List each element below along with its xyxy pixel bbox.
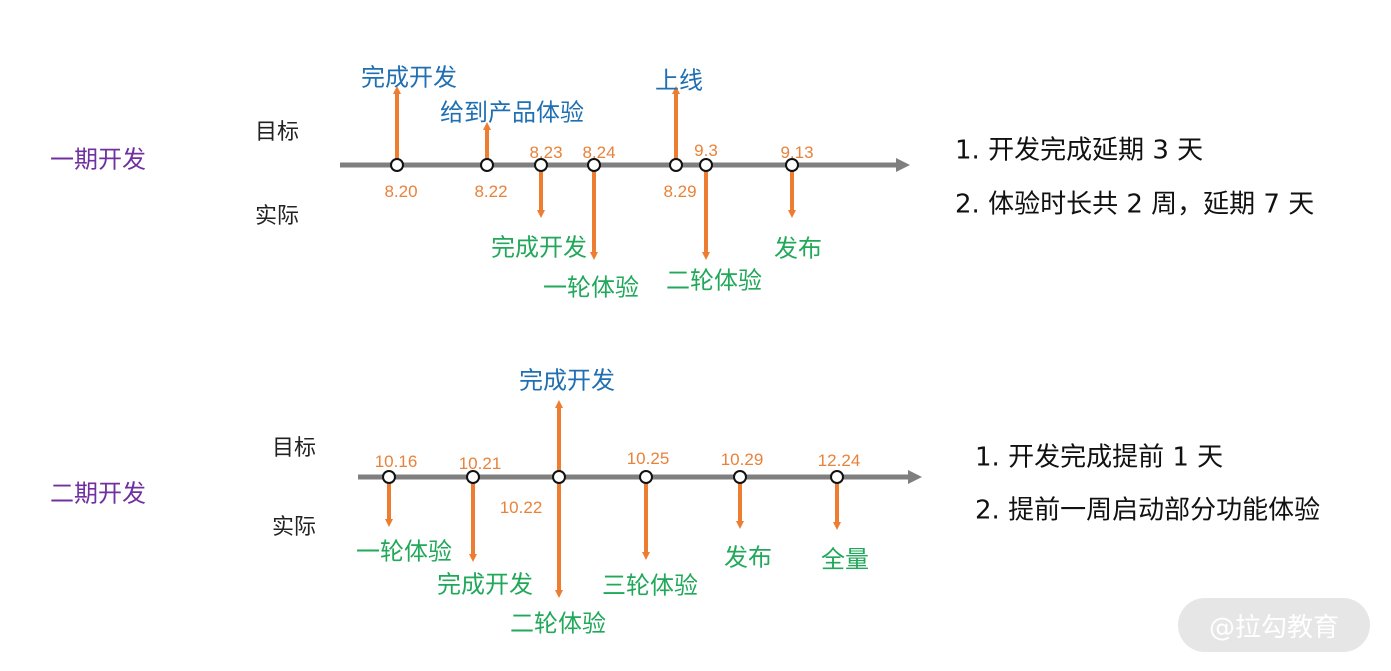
date-label: 8.23 [529, 143, 563, 162]
event-label: 一轮体验 [543, 273, 639, 302]
event-label: 全量 [821, 545, 869, 574]
milestone-dot [699, 158, 713, 172]
phase-title: 一期开发 [50, 145, 146, 174]
date-label: 10.25 [626, 449, 670, 468]
milestone-dot [669, 158, 683, 172]
milestone-dot [785, 158, 799, 172]
phase-title: 二期开发 [50, 479, 146, 508]
date-label: 8.20 [384, 182, 418, 201]
date-label: 8.24 [582, 143, 616, 162]
event-label: 完成开发 [361, 63, 457, 92]
target-row-label: 目标 [271, 436, 317, 461]
target-row-label: 目标 [254, 120, 300, 145]
event-label: 完成开发 [519, 366, 615, 395]
date-label: 10.29 [720, 450, 764, 469]
watermark: @拉勾教育 [1178, 598, 1370, 652]
milestone-dot [534, 158, 548, 172]
event-label: 发布 [724, 543, 772, 572]
event-label: 发布 [774, 234, 822, 263]
date-label: 10.22 [499, 498, 543, 517]
date-label: 10.21 [458, 454, 502, 473]
milestone-dot [390, 158, 404, 172]
date-label: 8.29 [663, 182, 697, 201]
actual-row-label: 实际 [254, 204, 300, 229]
event-label: 上线 [655, 66, 703, 95]
milestone-dot [466, 470, 480, 484]
milestone-dot [552, 470, 566, 484]
date-label: 12.24 [817, 451, 861, 470]
date-label: 9.13 [780, 143, 814, 162]
date-label: 8.22 [474, 182, 508, 201]
event-label: 二轮体验 [666, 266, 762, 295]
actual-row-label: 实际 [271, 515, 317, 540]
summary-note: 2. 体验时长共 2 周，延期 7 天 [955, 189, 1315, 220]
event-label: 二轮体验 [510, 609, 606, 638]
summary-note: 1. 开发完成提前 1 天 [975, 442, 1224, 473]
summary-note: 1. 开发完成延期 3 天 [955, 135, 1204, 166]
event-label: 完成开发 [491, 233, 587, 262]
milestone-dot [733, 470, 747, 484]
milestone-dot [830, 470, 844, 484]
milestone-dot [639, 470, 653, 484]
summary-note: 2. 提前一周启动部分功能体验 [975, 495, 1321, 526]
event-label: 一轮体验 [356, 537, 452, 566]
date-label: 9.3 [694, 141, 718, 160]
milestone-dot [382, 470, 396, 484]
event-label: 完成开发 [437, 570, 533, 599]
date-label: 10.16 [374, 452, 418, 471]
milestone-dot [587, 158, 601, 172]
event-label: 三轮体验 [602, 571, 698, 600]
milestone-dot [480, 158, 494, 172]
event-label: 给到产品体验 [440, 98, 584, 127]
